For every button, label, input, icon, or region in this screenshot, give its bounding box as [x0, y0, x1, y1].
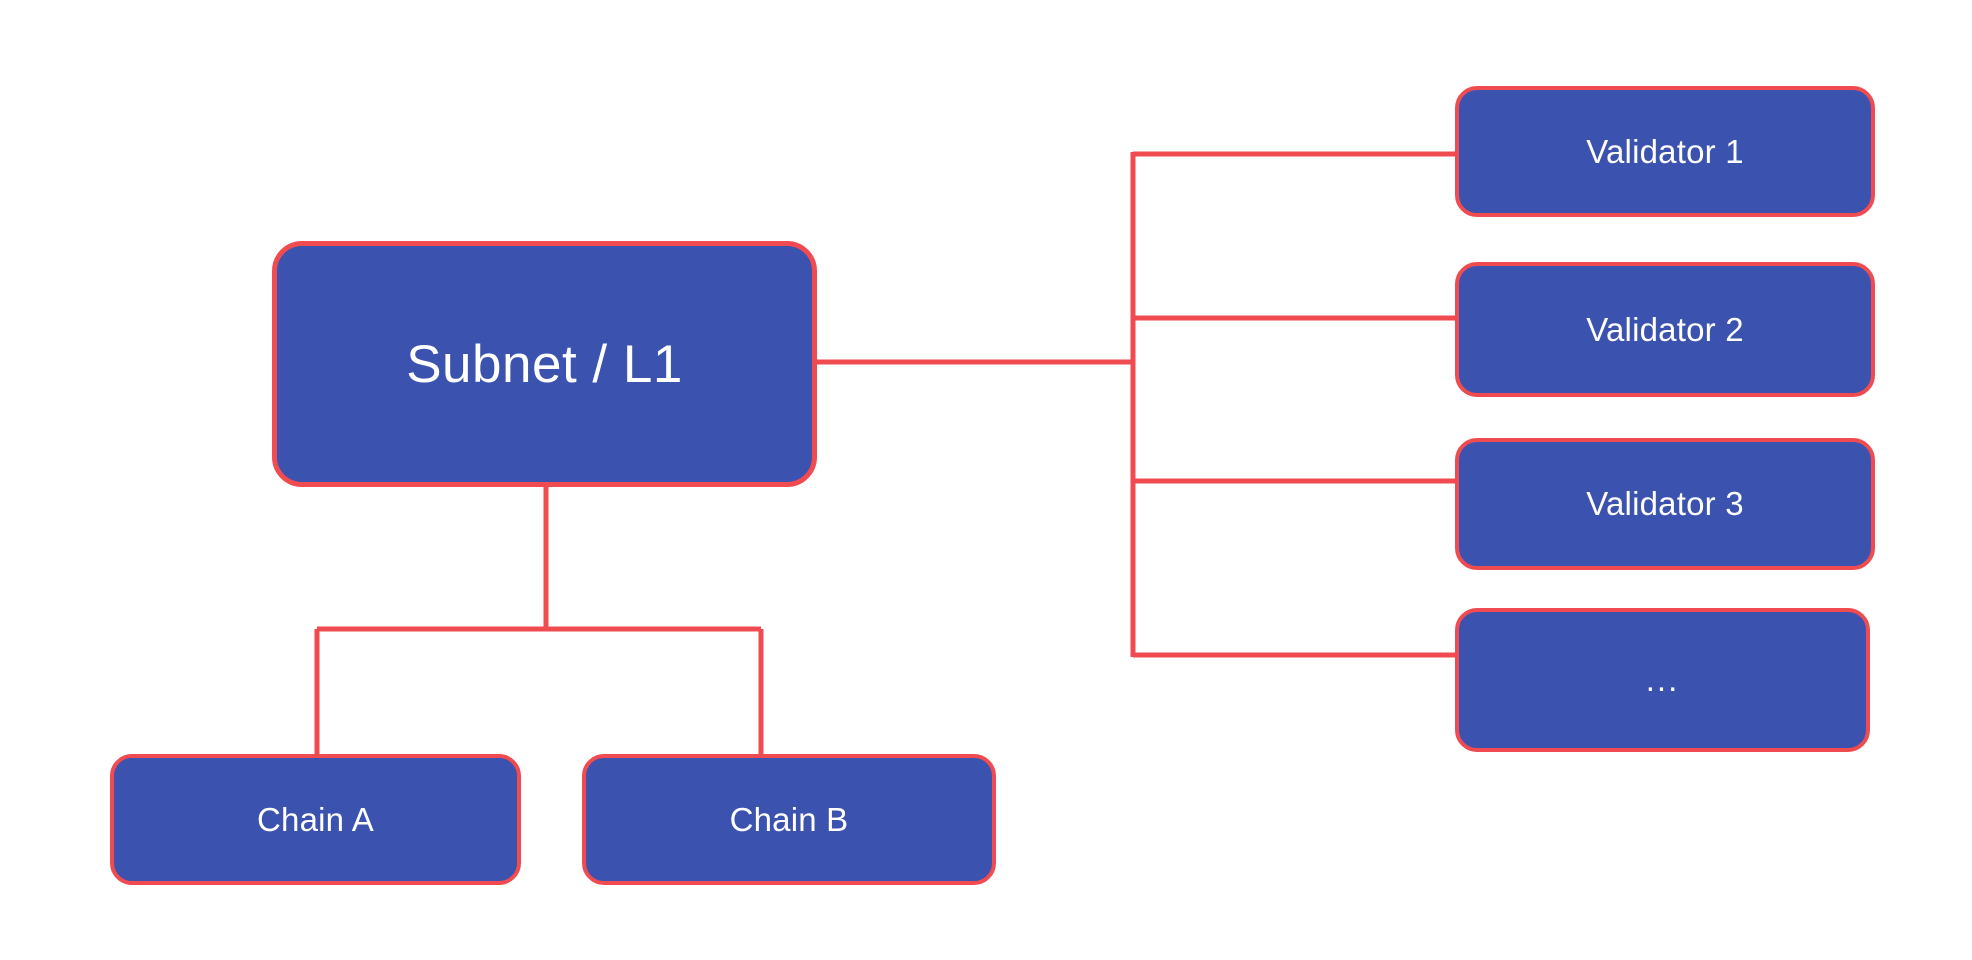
node-chain-b[interactable]: Chain B — [582, 754, 996, 885]
node-chain-a[interactable]: Chain A — [110, 754, 521, 885]
node-validator-ellipsis[interactable]: ... — [1455, 608, 1870, 752]
node-validator-2[interactable]: Validator 2 — [1455, 262, 1875, 397]
node-validator-3[interactable]: Validator 3 — [1455, 438, 1875, 570]
node-subnet-l1[interactable]: Subnet / L1 — [272, 241, 817, 487]
node-validator-1[interactable]: Validator 1 — [1455, 86, 1875, 217]
